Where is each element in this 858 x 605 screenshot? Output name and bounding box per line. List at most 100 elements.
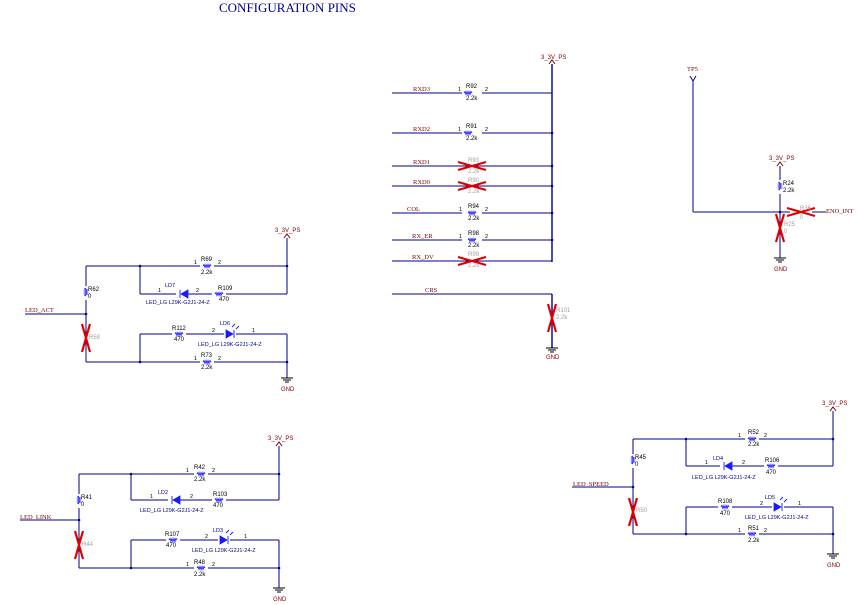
- svg-text:2: 2: [485, 234, 488, 240]
- center-config-block: 3_3V_PS RXD3 1 2 R92 2.2k RXD2 1 2 R91 2…: [392, 55, 571, 361]
- svg-text:2: 2: [485, 127, 488, 133]
- svg-text:1: 1: [150, 494, 153, 500]
- net-eno-int: ENO_INT: [826, 208, 853, 215]
- svg-text:470: 470: [766, 470, 777, 476]
- svg-text:1: 1: [458, 127, 461, 133]
- power-label-center: 3_3V_PS: [541, 55, 566, 61]
- svg-text:2.2k: 2.2k: [466, 96, 478, 102]
- ref-r94: R94: [468, 204, 480, 210]
- svg-text:GND: GND: [546, 355, 560, 361]
- net-rxd3: RXD3: [413, 86, 430, 93]
- svg-text:LED_LG L29K-G2J1-24-Z: LED_LG L29K-G2J1-24-Z: [140, 508, 204, 514]
- led-ld6: LD6: [220, 321, 230, 327]
- svg-text:3_3V_PS: 3_3V_PS: [275, 228, 300, 234]
- ref-r91: R91: [466, 124, 478, 130]
- svg-text:GND: GND: [273, 597, 287, 603]
- svg-text:1: 1: [738, 528, 741, 534]
- svg-text:1: 1: [738, 433, 741, 439]
- svg-text:1: 1: [459, 234, 462, 240]
- svg-text:1: 1: [194, 356, 197, 362]
- ref-r41: R41: [81, 495, 93, 501]
- ground-symbol-link: [272, 587, 286, 593]
- ref-r44: R44: [82, 542, 94, 548]
- svg-text:0: 0: [81, 502, 85, 508]
- page-title: CONFIGURATION PINS: [219, 0, 356, 15]
- ref-r58: R58: [89, 335, 101, 341]
- svg-text:GND: GND: [281, 387, 295, 393]
- ref-r36: R36: [800, 206, 812, 212]
- net-crs: CRS: [425, 287, 438, 294]
- net-led-act: LED_ACT: [25, 307, 54, 314]
- eno-int-block: TP5 R36 0 ENO_INT 3_3V_PS R24 2.2k R25 0…: [687, 66, 853, 273]
- svg-text:3_3V_PS: 3_3V_PS: [822, 401, 847, 407]
- net-led-link: LED_LINK: [20, 514, 52, 521]
- svg-text:LED_LG L29K-G2J1-24-Z: LED_LG L29K-G2J1-24-Z: [198, 342, 262, 348]
- power-symbol-speed: [829, 406, 837, 412]
- ref-r50: R50: [636, 508, 648, 514]
- ref-r109: R109: [218, 286, 233, 292]
- svg-text:470: 470: [213, 503, 224, 509]
- svg-text:1: 1: [194, 260, 197, 266]
- svg-text:1: 1: [459, 207, 462, 213]
- svg-text:2.2k: 2.2k: [748, 442, 760, 448]
- ref-r42: R42: [194, 465, 206, 471]
- svg-text:2.2k: 2.2k: [468, 263, 480, 269]
- ref-r103: R103: [213, 492, 228, 498]
- svg-text:1: 1: [705, 460, 708, 466]
- svg-text:LED_LG L29K-G2J1-24-Z: LED_LG L29K-G2J1-24-Z: [192, 548, 256, 554]
- ref-r52: R52: [748, 430, 760, 436]
- svg-text:2.2k: 2.2k: [194, 477, 206, 483]
- svg-text:0: 0: [635, 462, 639, 468]
- net-rxd0: RXD0: [413, 179, 430, 186]
- svg-text:1: 1: [252, 328, 255, 334]
- led-link-block: 3_3V_PS 1 2 R42 2.2k R41 0 R44 LED_LINK …: [20, 436, 293, 603]
- svg-text:2.2k: 2.2k: [556, 315, 568, 321]
- svg-text:LED_LG L29K-G2J1-24-Z: LED_LG L29K-G2J1-24-Z: [745, 515, 809, 521]
- ref-r25: R25: [784, 222, 796, 228]
- svg-text:2: 2: [485, 207, 488, 213]
- led-ld2: LD2: [158, 490, 168, 496]
- ground-symbol-eno: [773, 257, 787, 263]
- svg-text:2: 2: [485, 87, 488, 93]
- svg-text:GND: GND: [774, 267, 788, 273]
- svg-text:1: 1: [244, 534, 247, 540]
- ref-r107: R107: [165, 532, 180, 538]
- svg-text:0: 0: [88, 294, 92, 300]
- led-ld3: LD3: [213, 528, 223, 534]
- ref-r112: R112: [172, 326, 187, 332]
- led-ld4: LD4: [713, 456, 723, 462]
- svg-text:1: 1: [458, 87, 461, 93]
- svg-text:1: 1: [798, 501, 801, 507]
- svg-text:GND: GND: [827, 563, 841, 569]
- power-symbol-eno: [776, 161, 784, 167]
- ref-r106: R106: [765, 458, 780, 464]
- svg-text:3_3V_PS: 3_3V_PS: [268, 436, 293, 442]
- ref-r108: R108: [718, 499, 733, 505]
- svg-text:1: 1: [158, 288, 161, 294]
- ground-symbol-center: [545, 347, 559, 353]
- power-symbol-act: [283, 233, 291, 239]
- svg-text:2.2k: 2.2k: [468, 243, 480, 249]
- svg-text:2.2k: 2.2k: [201, 270, 213, 276]
- ref-r48: R48: [194, 560, 206, 566]
- svg-text:2.2k: 2.2k: [468, 189, 480, 195]
- ref-r92: R92: [466, 84, 478, 90]
- svg-text:1: 1: [186, 468, 189, 474]
- svg-text:2.2k: 2.2k: [468, 216, 480, 222]
- ref-r45: R45: [635, 455, 647, 461]
- svg-text:2: 2: [764, 433, 767, 439]
- svg-text:2.2k: 2.2k: [466, 136, 478, 142]
- net-rxd2: RXD2: [413, 126, 430, 133]
- net-rxd1: RXD1: [413, 159, 430, 166]
- svg-text:470: 470: [219, 297, 230, 303]
- svg-text:470: 470: [166, 543, 177, 549]
- svg-text:2: 2: [764, 528, 767, 534]
- net-col: COL: [407, 206, 420, 213]
- svg-text:2: 2: [190, 494, 193, 500]
- led-ld7: LD7: [165, 283, 175, 289]
- svg-text:2.2k: 2.2k: [748, 538, 760, 544]
- svg-text:2: 2: [742, 460, 745, 466]
- svg-text:470: 470: [174, 337, 185, 343]
- led-act-block: 3_3V_PS 1 2 R69 2.2k R62 0 R58 LED_ACT 1…: [25, 228, 300, 393]
- svg-text:2.2k: 2.2k: [194, 572, 206, 578]
